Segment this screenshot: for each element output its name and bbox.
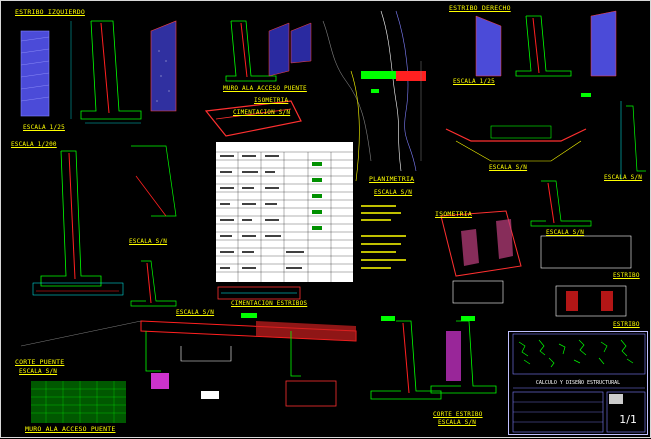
bottom-wall-grid xyxy=(31,381,126,423)
label-escala-sn-5: ESCALA S/N xyxy=(546,229,585,236)
label-escala-sn-2: ESCALA S/N xyxy=(176,309,215,316)
label-escala-sn-1: ESCALA S/N xyxy=(129,238,168,245)
label-escala-left: ESCALA 1/200 xyxy=(11,141,57,148)
label-isometria-top: ISOMETRIA xyxy=(254,97,289,104)
title-block-sheet-number: 1/1 xyxy=(619,413,637,426)
label-escala-planimetria: ESCALA S/N xyxy=(374,189,413,196)
label-estribo-r1: ESTRIBO xyxy=(613,272,640,279)
label-escala-right-top: ESCALA 1/25 xyxy=(453,78,495,85)
left-wing-hatch xyxy=(150,20,177,112)
label-escala-top-left: ESCALA 1/25 xyxy=(23,124,65,131)
label-escala-sn-3: ESCALA S/N xyxy=(489,164,528,171)
label-estribo-derecho: ESTRIBO DERECHO xyxy=(449,4,511,12)
spec-notes xyxy=(361,205,406,269)
label-corte-puente: CORTE PUENTE xyxy=(15,358,65,366)
label-escala-corte-estribo: ESCALA S/N xyxy=(438,419,477,426)
left-abutment-section xyxy=(80,20,142,120)
left-wing-dots xyxy=(156,50,170,102)
label-escala-corte: ESCALA S/N xyxy=(19,368,58,375)
spec-table xyxy=(216,142,353,282)
label-estribo-r2: ESTRIBO xyxy=(613,321,640,328)
label-muro-ala-bottom: MURO ALA ACCESO PUENTE xyxy=(25,425,116,433)
label-muro-ala-top: MURO ALA ACCESO PUENTE xyxy=(223,85,307,92)
title-block: CALCULO Y DISEÑO ESTRUCTURAL 1/1 xyxy=(508,331,648,435)
label-isometria-right: ISOMETRIA xyxy=(435,210,473,218)
label-planimetria: PLANIMETRIA xyxy=(369,175,415,183)
label-escala-sn-4: ESCALA S/N xyxy=(604,174,643,181)
label-estribo-izquierdo: ESTRIBO IZQUIERDO xyxy=(15,8,85,16)
title-block-grid xyxy=(512,333,646,433)
title-block-project: CALCULO Y DISEÑO ESTRUCTURAL xyxy=(535,380,621,386)
label-cimentacion-top: CIMENTACION S/N xyxy=(233,109,291,116)
label-cimentacion-estribos: CIMENTACION ESTRIBOS xyxy=(231,300,308,307)
left-abutment-rebar xyxy=(100,22,110,114)
spec-table-grid xyxy=(216,151,353,282)
left-abutment-hatch-lines xyxy=(20,36,50,102)
label-corte-estribo: CORTE ESTRIBO xyxy=(433,411,483,418)
